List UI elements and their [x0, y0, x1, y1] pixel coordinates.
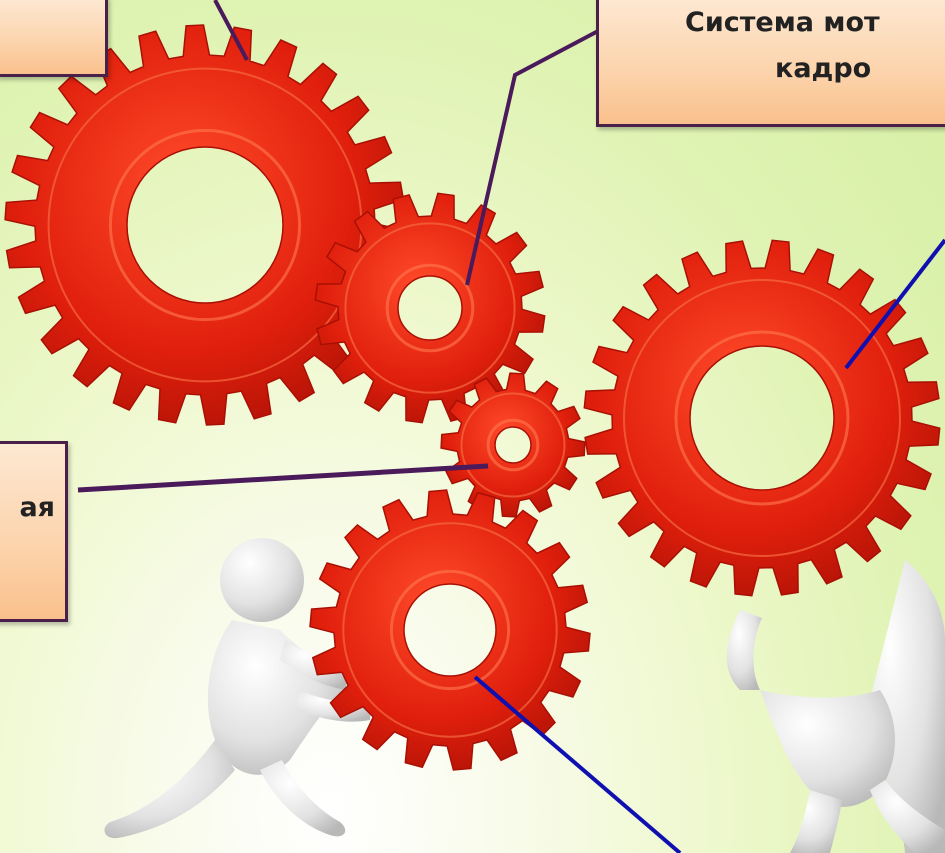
- connector-top-left: [213, 0, 249, 61]
- connector-middle-left: [77, 463, 489, 493]
- label-text-line2: кадро: [775, 53, 872, 84]
- label-box-top-right: Система мот кадро: [596, 0, 945, 127]
- label-text-line1: ая: [19, 492, 55, 523]
- label-box-middle-left: ая: [0, 441, 68, 622]
- label-text-line1: Система мот: [685, 7, 880, 38]
- connector-right-gear: [844, 238, 945, 370]
- gears: [4, 24, 941, 771]
- gear-large-right: [583, 239, 941, 597]
- gear-small-center: [440, 372, 586, 518]
- connector-top-right: [465, 28, 601, 286]
- label-box-top-left: [0, 0, 108, 77]
- left-figure: [104, 538, 372, 839]
- right-figure: [726, 560, 945, 853]
- gear-bottom-center: [309, 489, 591, 771]
- connector-bottom-gear: [473, 675, 682, 853]
